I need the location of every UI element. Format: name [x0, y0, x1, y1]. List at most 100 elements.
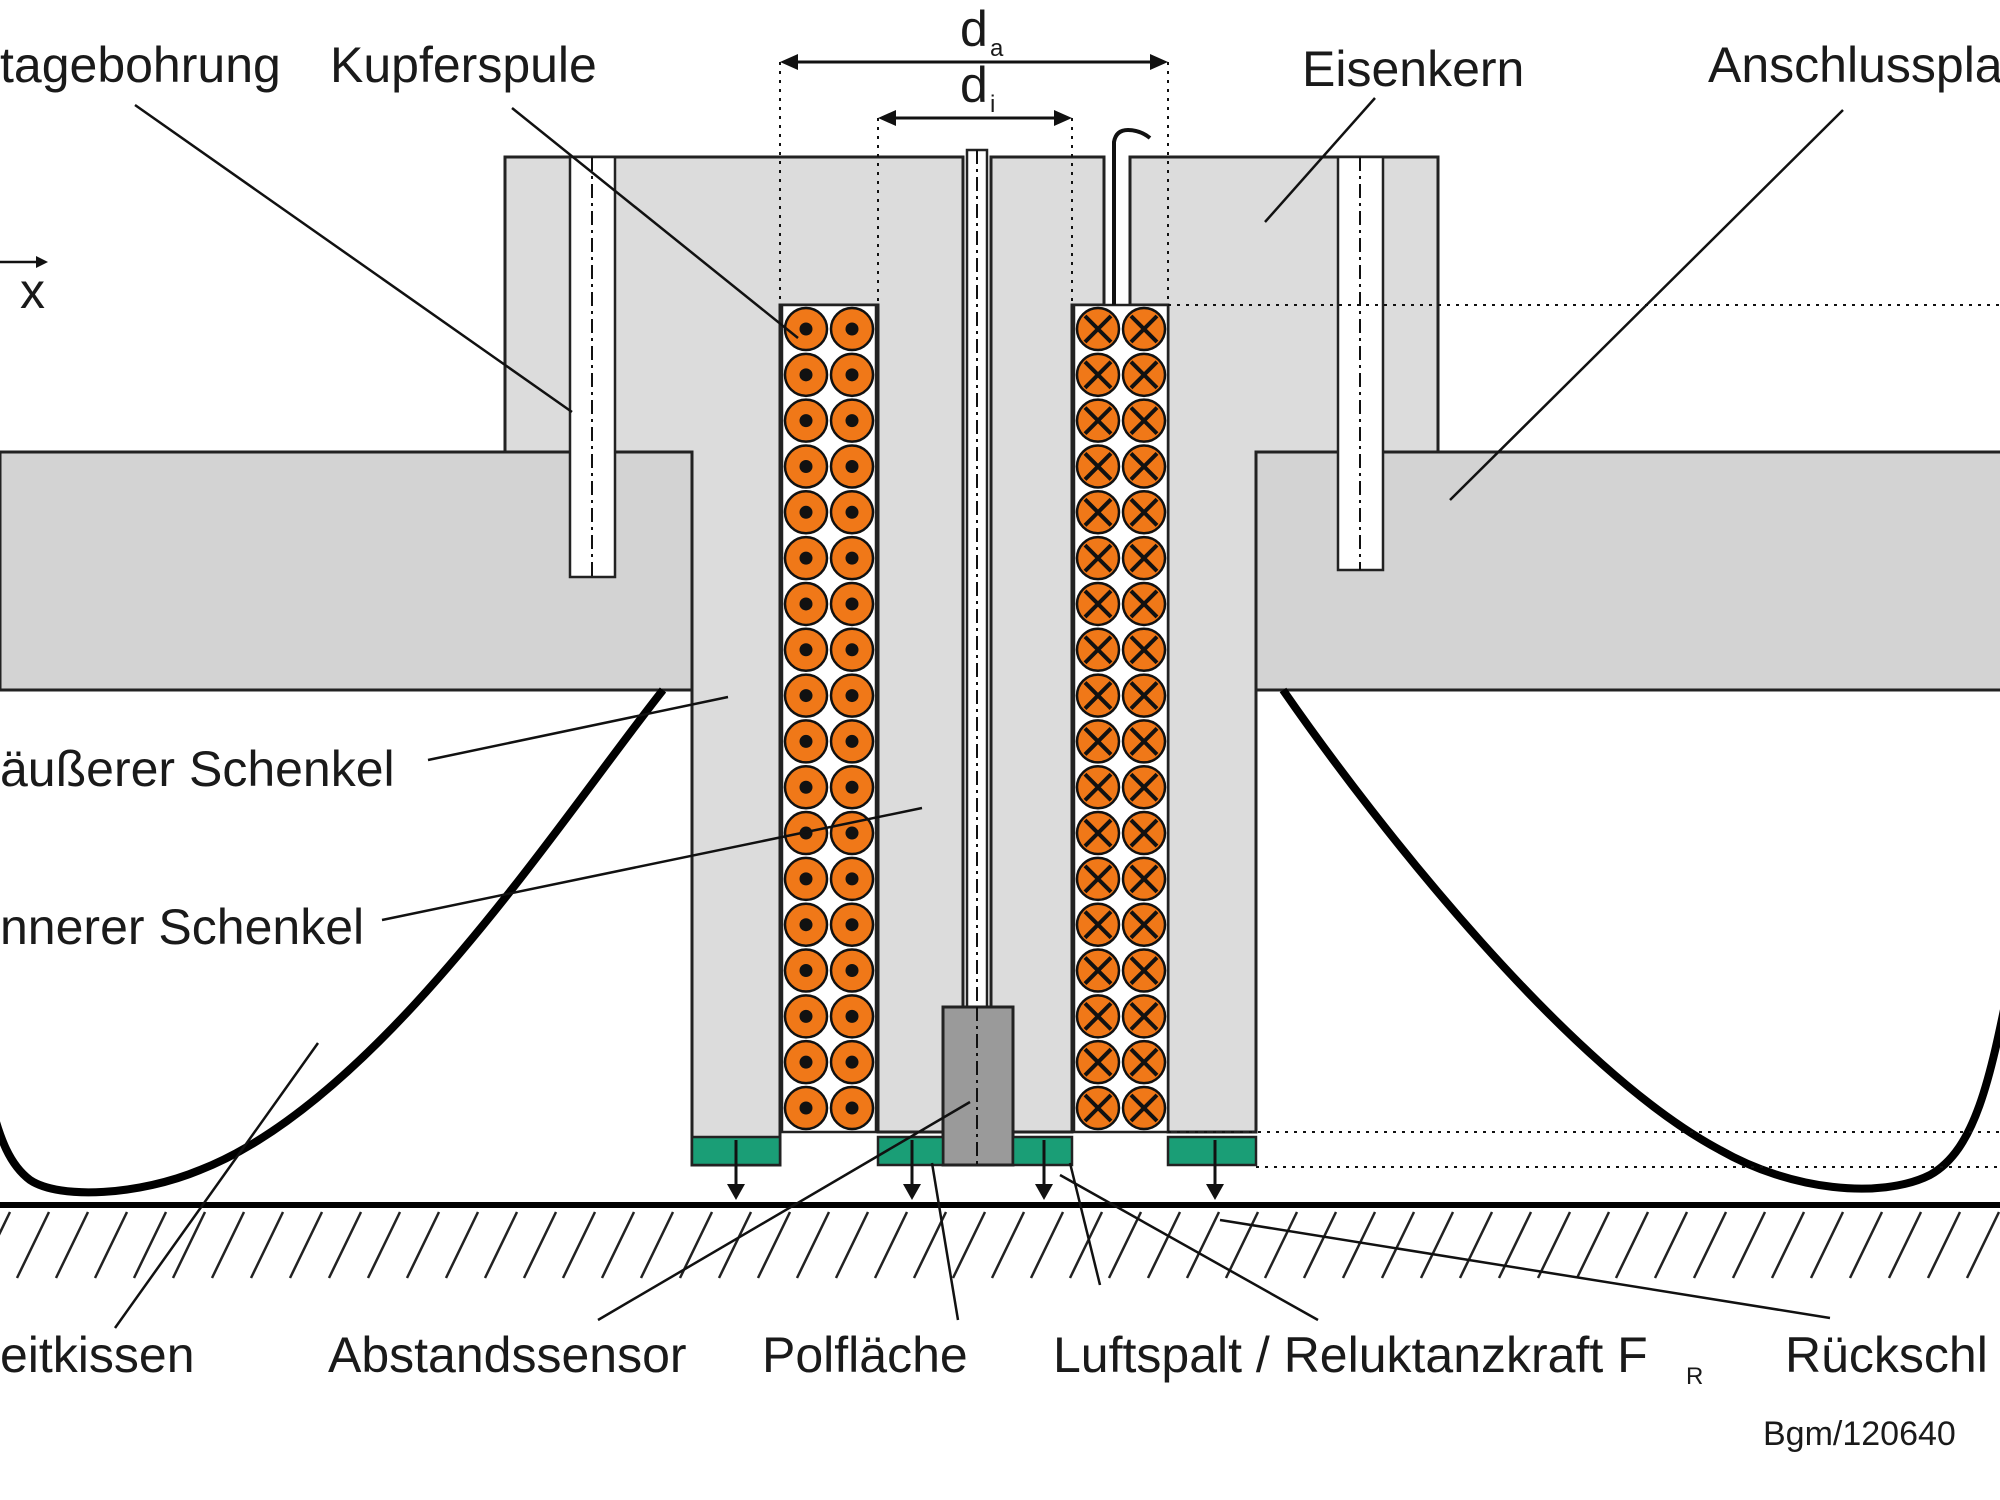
- coil-turn-current-out: [829, 994, 875, 1039]
- coil-turn-current-in: [1075, 994, 1121, 1039]
- coil-turn-current-out: [829, 948, 875, 993]
- coil-turn-current-in: [1121, 581, 1167, 627]
- coil-turn-current-in: [1121, 994, 1167, 1039]
- coil-turn-current-out: [829, 444, 875, 489]
- label-sliding-pad: eitkissen: [0, 1327, 195, 1383]
- coil-turn-current-out: [783, 627, 829, 673]
- coil-turn-current-out: [783, 306, 829, 352]
- coil-turn-current-out: [783, 490, 829, 535]
- copper-coil-left: [780, 303, 878, 1134]
- coil-turn-current-in: [1075, 581, 1121, 627]
- coil-turn-current-out: [783, 902, 829, 947]
- coil-turn-current-in: [1121, 306, 1167, 352]
- label-x-axis: x: [20, 263, 45, 319]
- coil-turn-current-in: [1121, 1085, 1167, 1131]
- distance-sensor: [941, 1005, 1015, 1167]
- coil-turn-current-in: [1075, 719, 1121, 764]
- coil-turn-current-out: [829, 810, 875, 856]
- label-d-outer: d: [960, 1, 988, 57]
- coil-turn-current-in: [1075, 535, 1121, 581]
- coil-turn-current-out: [829, 352, 875, 398]
- reference-code: Bgm/120640: [1763, 1415, 1956, 1453]
- coil-turn-current-in: [1121, 948, 1167, 993]
- coil-turn-current-in: [1121, 764, 1167, 810]
- coil-turn-current-in: [1075, 764, 1121, 810]
- coil-turn-current-out: [829, 673, 875, 718]
- coil-window: [780, 303, 878, 1134]
- coil-turn-current-in: [1075, 673, 1121, 718]
- coil-turn-current-out: [783, 994, 829, 1039]
- label-inner-leg: nnerer Schenkel: [0, 899, 364, 955]
- coil-lead-wire: [1112, 127, 1152, 305]
- pole-face-outer-right: [1166, 1135, 1258, 1167]
- leader-lines: [113, 97, 1844, 1329]
- reluctance-force-arrows: [727, 1140, 1224, 1200]
- coil-turn-current-out: [829, 856, 875, 902]
- coil-turn-current-in: [1075, 1039, 1121, 1085]
- coil-turn-current-in: [1121, 1039, 1167, 1085]
- coil-turn-current-in: [1121, 856, 1167, 902]
- coil-turn-current-out: [829, 581, 875, 627]
- coil-turn-current-out: [783, 1085, 829, 1131]
- label-d-inner: d: [960, 57, 988, 113]
- coil-turn-current-in: [1121, 902, 1167, 947]
- sliding-pad-left: [0, 687, 667, 1197]
- coil-turn-current-out: [783, 581, 829, 627]
- label-return-yoke: Rückschl: [1785, 1327, 1988, 1383]
- coil-turn-current-out: [829, 627, 875, 673]
- coil-turn-current-in: [1121, 627, 1167, 673]
- coil-turn-current-in: [1075, 810, 1121, 856]
- coil-turn-current-out: [783, 719, 829, 764]
- coil-turn-current-out: [783, 398, 829, 443]
- coil-turn-current-in: [1121, 352, 1167, 398]
- label-air-gap: Luftspalt / Reluktanzkraft F: [1053, 1327, 1648, 1383]
- coil-turn-current-in: [1121, 535, 1167, 581]
- coil-turn-current-out: [829, 306, 875, 352]
- coil-turn-current-in: [1121, 673, 1167, 718]
- label-d-outer-subscript: a: [990, 35, 1004, 62]
- coil-turn-current-out: [829, 1039, 875, 1085]
- coil-turn-current-in: [1121, 719, 1167, 764]
- return-yoke-hatching: [0, 1211, 2000, 1279]
- label-copper-coil: Kupferspule: [330, 37, 597, 93]
- label-iron-core: Eisenkern: [1302, 41, 1524, 97]
- coil-turn-current-in: [1075, 627, 1121, 673]
- sliding-pad-right: [1279, 687, 2000, 1193]
- dimension-d-outer: [780, 54, 1168, 70]
- iron-core: [503, 155, 965, 1167]
- coil-turn-current-in: [1121, 810, 1167, 856]
- coil-turn-current-in: [1075, 902, 1121, 947]
- label-air-gap-subscript: R: [1686, 1363, 1703, 1390]
- coil-turn-current-in: [1121, 490, 1167, 535]
- x-axis-arrow: [0, 256, 48, 268]
- coil-turn-current-out: [783, 444, 829, 489]
- coil-turn-current-out: [829, 398, 875, 443]
- coil-turn-current-in: [1121, 398, 1167, 443]
- coil-turn-current-in: [1121, 444, 1167, 489]
- coil-turn-current-in: [1075, 444, 1121, 489]
- coil-turn-current-out: [829, 1085, 875, 1131]
- label-d-inner-subscript: i: [990, 91, 995, 118]
- label-distance-sensor: Abstandssensor: [328, 1327, 687, 1383]
- coil-turn-current-out: [783, 856, 829, 902]
- coil-window: [1072, 303, 1170, 1134]
- coil-turn-current-out: [829, 490, 875, 535]
- coil-turn-current-out: [829, 719, 875, 764]
- coil-turn-current-out: [829, 764, 875, 810]
- label-connection-plate: Anschlusspla: [1708, 37, 2000, 93]
- label-outer-leg: äußerer Schenkel: [0, 741, 395, 797]
- coil-turn-current-out: [783, 352, 829, 398]
- coil-turn-current-in: [1075, 948, 1121, 993]
- coil-turn-current-in: [1075, 1085, 1121, 1131]
- dimension-d-inner: [878, 110, 1072, 126]
- label-pole-face: Polfläche: [762, 1327, 968, 1383]
- coil-turn-current-in: [1075, 306, 1121, 352]
- coil-turn-current-in: [1075, 352, 1121, 398]
- coil-turn-current-in: [1075, 490, 1121, 535]
- coil-turn-current-out: [783, 673, 829, 718]
- coil-turn-current-out: [783, 764, 829, 810]
- coil-turn-current-in: [1075, 398, 1121, 443]
- coil-turn-current-out: [783, 535, 829, 581]
